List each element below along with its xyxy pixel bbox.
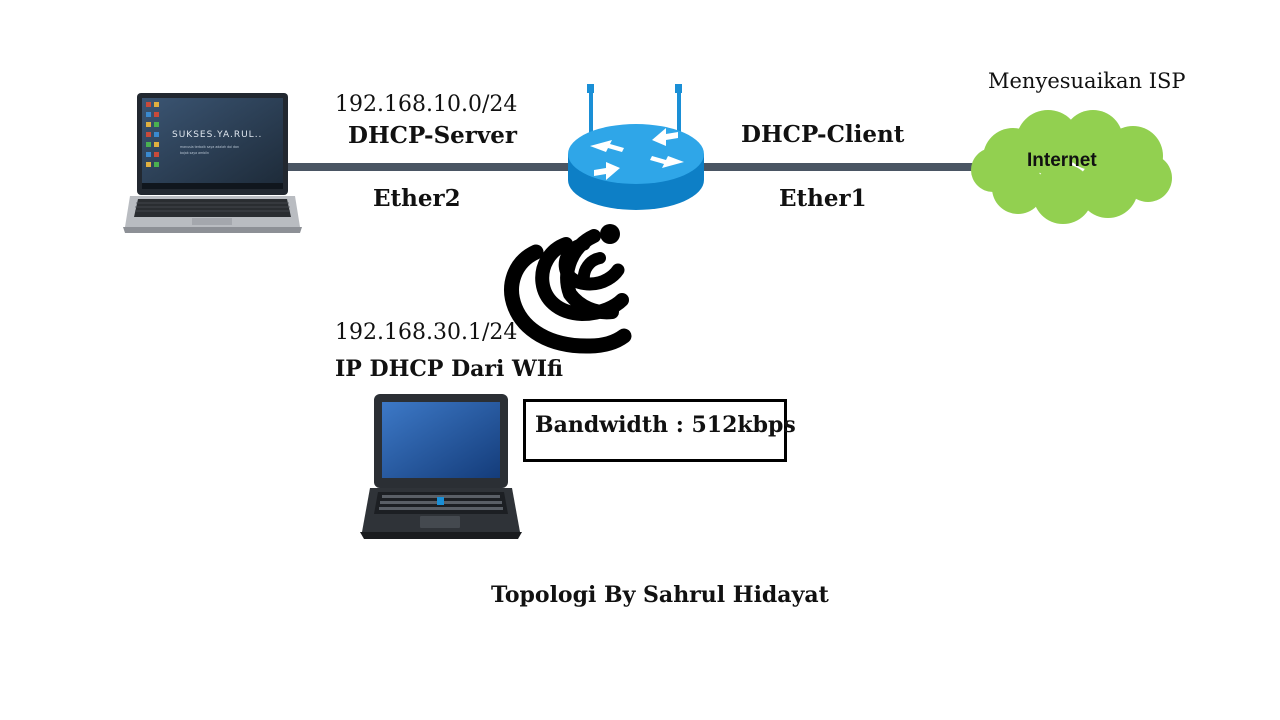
credit-label: Topologi By Sahrul Hidayat: [491, 582, 829, 608]
wifi-dhcp-label: IP DHCP Dari WIfi: [335, 356, 564, 382]
screen-banner: SUKSES.YA.RUL..: [172, 130, 262, 140]
wifi-icon: [504, 224, 632, 354]
isp-note-label: Menyesuaikan ISP: [988, 69, 1186, 93]
dhcp-server-label: DHCP-Server: [348, 122, 518, 149]
cloud-icon: [971, 110, 1172, 224]
dhcp-client-label: DHCP-Client: [741, 121, 905, 148]
ether1-label: Ether1: [779, 185, 867, 212]
bandwidth-label: Bandwidth : 512kbps: [535, 412, 796, 438]
internet-label: Internet: [1027, 150, 1097, 171]
ether2-label: Ether2: [373, 185, 461, 212]
link-ether1: [700, 163, 985, 171]
link-ether2: [283, 163, 573, 171]
wifi-subnet-label: 192.168.30.1/24: [335, 320, 518, 345]
laptop-icon: [360, 394, 522, 539]
router-icon: [568, 84, 704, 210]
laptop-icon: SUKSES.YA.RUL.. manusia terbaik saya ada…: [123, 93, 302, 233]
screen-tagline-1: manusia terbaik saya adalah doi dan: [180, 145, 239, 149]
bandwidth-box: Bandwidth : 512kbps: [523, 399, 796, 462]
lan-subnet-label: 192.168.10.0/24: [335, 92, 518, 117]
screen-tagline-2: bajak saya ambiln: [180, 151, 209, 155]
